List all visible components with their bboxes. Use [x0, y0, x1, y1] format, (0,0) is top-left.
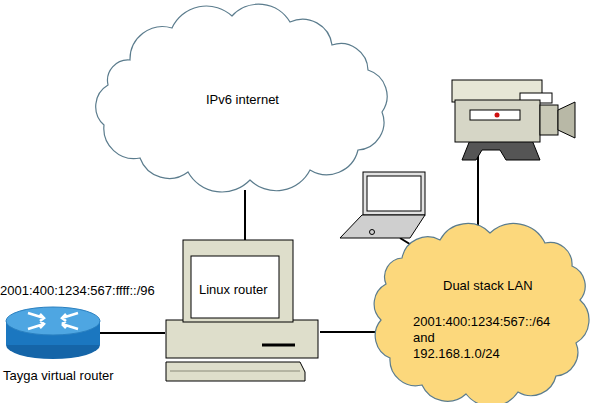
cloud-shape	[374, 224, 589, 403]
network-link	[244, 190, 246, 240]
camera-lens	[540, 105, 558, 135]
network-cloud: Dual stack LAN2001:400:1234:567::/64 and…	[375, 228, 587, 403]
laptop-lid	[363, 172, 425, 215]
laptop-touchpad	[370, 230, 375, 235]
network-link	[100, 332, 165, 334]
drive-slot	[262, 344, 295, 347]
device-node: Linux router	[165, 240, 320, 382]
laptop-base	[340, 215, 425, 238]
laptop-screen	[367, 176, 421, 211]
camera-panel	[470, 110, 520, 120]
router-arrows	[28, 313, 78, 329]
node-label: IPv6 internet	[95, 92, 390, 108]
network-cloud: IPv6 internet	[95, 0, 390, 190]
device-node: 2001:400:1234:567:ffff::/96Tayga virtual…	[5, 305, 100, 360]
router-top	[6, 307, 100, 335]
node-label: 2001:400:1234:567:ffff::/96	[0, 283, 200, 299]
camera-lens-hood	[558, 102, 575, 138]
camera-body	[455, 100, 540, 142]
keyboard	[166, 362, 305, 381]
computer-illustration	[166, 240, 318, 381]
camera-illustration	[452, 80, 575, 234]
node-label: Linux router	[199, 282, 309, 298]
router-icon	[6, 307, 100, 359]
camera-wire	[477, 150, 479, 234]
computer-case	[166, 320, 318, 358]
camera-mount	[462, 140, 540, 160]
network-link	[320, 331, 375, 333]
node-text: Tayga virtual router	[3, 368, 203, 384]
monitor-frame	[183, 240, 293, 322]
keyboard-keys	[170, 371, 300, 372]
node-text: 2001:400:1234:567::/64 and 192.168.1.0/2…	[413, 314, 563, 362]
node-label: Dual stack LAN	[443, 278, 583, 294]
camera-led	[495, 113, 500, 118]
